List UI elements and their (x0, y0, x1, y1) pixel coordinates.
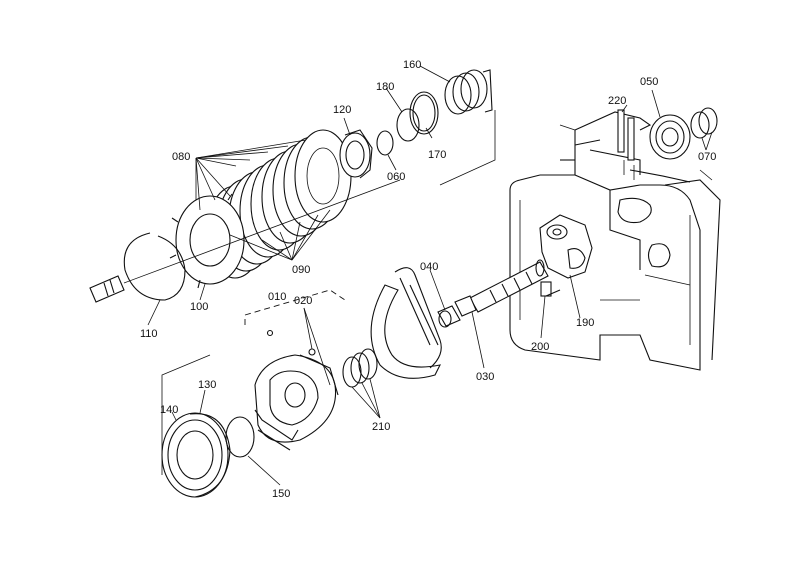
label-020: 020 (294, 295, 312, 307)
transmission-housing (509, 111, 721, 371)
input-shaft-stub (89, 179, 401, 303)
label-030: 030 (476, 371, 494, 383)
gear-120 (339, 129, 373, 179)
label-180: 180 (376, 81, 394, 93)
bracket-line-130 (161, 354, 211, 475)
label-070: 070 (698, 151, 716, 163)
label-040: 040 (420, 261, 438, 273)
snap-ring-180 (396, 108, 420, 142)
leader-lines (147, 65, 713, 486)
label-220: 220 (608, 95, 626, 107)
pins-220 (617, 109, 635, 180)
label-200: 200 (531, 341, 549, 353)
o-ring-150 (225, 416, 255, 458)
label-050: 050 (640, 76, 658, 88)
shift-fork-190 (539, 214, 593, 279)
label-080: 080 (172, 151, 190, 163)
label-190: 190 (576, 317, 594, 329)
label-140: 140 (160, 404, 178, 416)
part-labels: 160 180 120 170 060 080 090 100 110 010 … (140, 59, 716, 500)
label-210: 210 (372, 421, 390, 433)
clutch-drum-010 (244, 289, 346, 451)
label-100: 100 (190, 301, 208, 313)
label-150: 150 (272, 488, 290, 500)
snap-rings-070 (690, 107, 718, 139)
label-010: 010 (268, 291, 286, 303)
bolt-200 (540, 281, 561, 297)
bracket-line-160 (439, 110, 496, 186)
label-060: 060 (387, 171, 405, 183)
piston-130-140 (161, 412, 231, 498)
label-130: 130 (198, 379, 216, 391)
springs-210 (342, 348, 378, 388)
springs-160 (444, 69, 493, 115)
label-110: 110 (140, 328, 158, 340)
end-plate-100 (169, 193, 245, 289)
snap-ring-110 (123, 232, 186, 301)
ring-060 (376, 130, 394, 156)
o-ring-170 (409, 91, 439, 135)
label-160: 160 (403, 59, 421, 71)
bushing-040 (437, 305, 461, 328)
bearing-050 (649, 114, 691, 160)
label-170: 170 (428, 149, 446, 161)
brake-band (370, 267, 442, 379)
label-090: 090 (292, 264, 310, 276)
shaft-030 (454, 259, 549, 317)
clutch-disc-bore (306, 147, 340, 205)
label-120: 120 (333, 104, 351, 116)
clutch-discs-080-090 (206, 129, 356, 279)
